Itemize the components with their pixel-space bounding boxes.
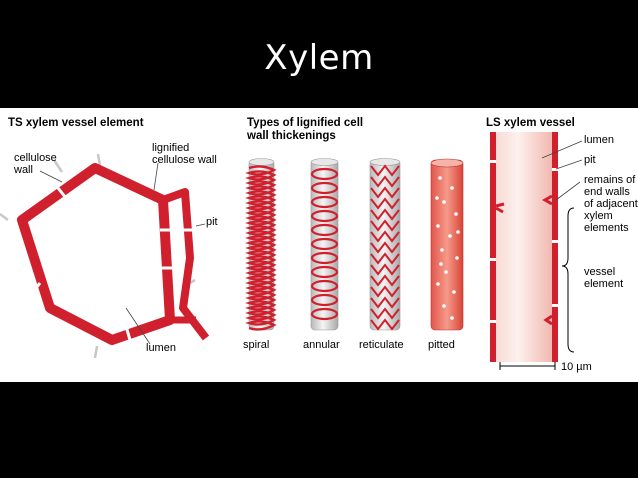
pit-dot bbox=[450, 186, 454, 190]
remains-label: remains of end walls of adjacent xylem e… bbox=[584, 174, 638, 234]
types-heading: Types of lignified cell wall thickenings bbox=[247, 117, 364, 142]
tube-reticulate bbox=[369, 158, 401, 331]
slide-title: Xylem bbox=[264, 38, 374, 78]
ts-hexagon-wall bbox=[17, 163, 175, 345]
pit-dot bbox=[455, 256, 459, 260]
ts-pit-label: pit bbox=[206, 216, 218, 228]
pit-dot bbox=[452, 290, 456, 294]
annular-ring bbox=[310, 195, 339, 209]
label-spiral: spiral bbox=[243, 339, 270, 351]
ls-end-wall-right-lower bbox=[543, 314, 553, 326]
ts-leader-lines bbox=[39, 162, 206, 345]
pit-dot bbox=[454, 212, 458, 216]
tube-pitted bbox=[430, 158, 464, 331]
vessel-element-bracket bbox=[561, 207, 575, 353]
cellulose-wall-label: cellulose wall bbox=[14, 152, 57, 176]
label-annular: annular bbox=[303, 339, 340, 351]
annular-ring bbox=[310, 181, 339, 195]
ls-right-wall bbox=[552, 132, 558, 362]
reticulate-strand bbox=[370, 230, 400, 243]
pit-dot bbox=[442, 304, 446, 308]
label-pitted: pitted bbox=[428, 339, 455, 351]
pit-dot bbox=[439, 262, 443, 266]
reticulate-strand bbox=[370, 197, 400, 210]
reticulate-strand bbox=[370, 252, 400, 265]
ls-lumen-label: lumen bbox=[584, 134, 614, 146]
pit-dot bbox=[450, 316, 454, 320]
vessel-element-label: vessel element bbox=[584, 266, 624, 290]
annular-ring bbox=[310, 251, 339, 265]
ts-cross-section bbox=[0, 153, 210, 359]
annular-ring bbox=[310, 209, 339, 223]
ls-leader-lines bbox=[541, 140, 583, 201]
ls-pit-label: pit bbox=[584, 154, 596, 166]
annular-ring bbox=[310, 265, 339, 279]
pit-dot bbox=[442, 200, 446, 204]
pit-dot bbox=[438, 176, 442, 180]
reticulate-strand bbox=[370, 296, 400, 309]
ts-lumen-label: lumen bbox=[146, 342, 176, 354]
ls-wall-pits bbox=[490, 160, 558, 323]
reticulate-strand bbox=[370, 263, 400, 276]
ts-pit-gaps bbox=[30, 187, 176, 341]
pit-dot bbox=[436, 282, 440, 286]
reticulate-strand bbox=[370, 208, 400, 221]
reticulate-strand bbox=[370, 175, 400, 188]
reticulate-strand bbox=[370, 307, 400, 320]
ls-end-wall-right bbox=[541, 194, 553, 206]
tube-spiral bbox=[245, 158, 277, 331]
diagram-panel: TS xylem vessel element cellulose wall l… bbox=[0, 108, 638, 382]
pit-dot bbox=[444, 270, 448, 274]
ls-heading: LS xylem vessel bbox=[486, 117, 575, 129]
reticulate-strand bbox=[370, 164, 400, 177]
reticulate-strand bbox=[370, 241, 400, 254]
pit-dot bbox=[456, 230, 460, 234]
tube-annular bbox=[310, 158, 339, 331]
pit-dot bbox=[440, 248, 444, 252]
xylem-diagram bbox=[0, 132, 583, 370]
annular-ring bbox=[310, 167, 339, 181]
annular-ring bbox=[310, 237, 339, 251]
annular-ring bbox=[310, 279, 339, 293]
pit-dot bbox=[448, 234, 452, 238]
pit-dot bbox=[435, 196, 439, 200]
label-reticulate: reticulate bbox=[359, 339, 404, 351]
ls-end-wall-left bbox=[495, 202, 505, 214]
scale-bar bbox=[499, 362, 556, 370]
annular-ring bbox=[310, 307, 339, 321]
annular-ring bbox=[310, 223, 339, 237]
pit-dot bbox=[436, 224, 440, 228]
reticulate-strand bbox=[370, 219, 400, 232]
ls-left-wall bbox=[490, 132, 496, 362]
scale-label: 10 µm bbox=[561, 361, 592, 373]
reticulate-strand bbox=[370, 318, 400, 331]
reticulate-strand bbox=[370, 285, 400, 298]
ls-vessel bbox=[490, 132, 583, 370]
ts-heading: TS xylem vessel element bbox=[8, 117, 144, 129]
reticulate-strand bbox=[370, 186, 400, 199]
annular-ring bbox=[310, 293, 339, 307]
reticulate-strand bbox=[370, 274, 400, 287]
lignified-wall-label: lignified cellulose wall bbox=[152, 142, 217, 166]
